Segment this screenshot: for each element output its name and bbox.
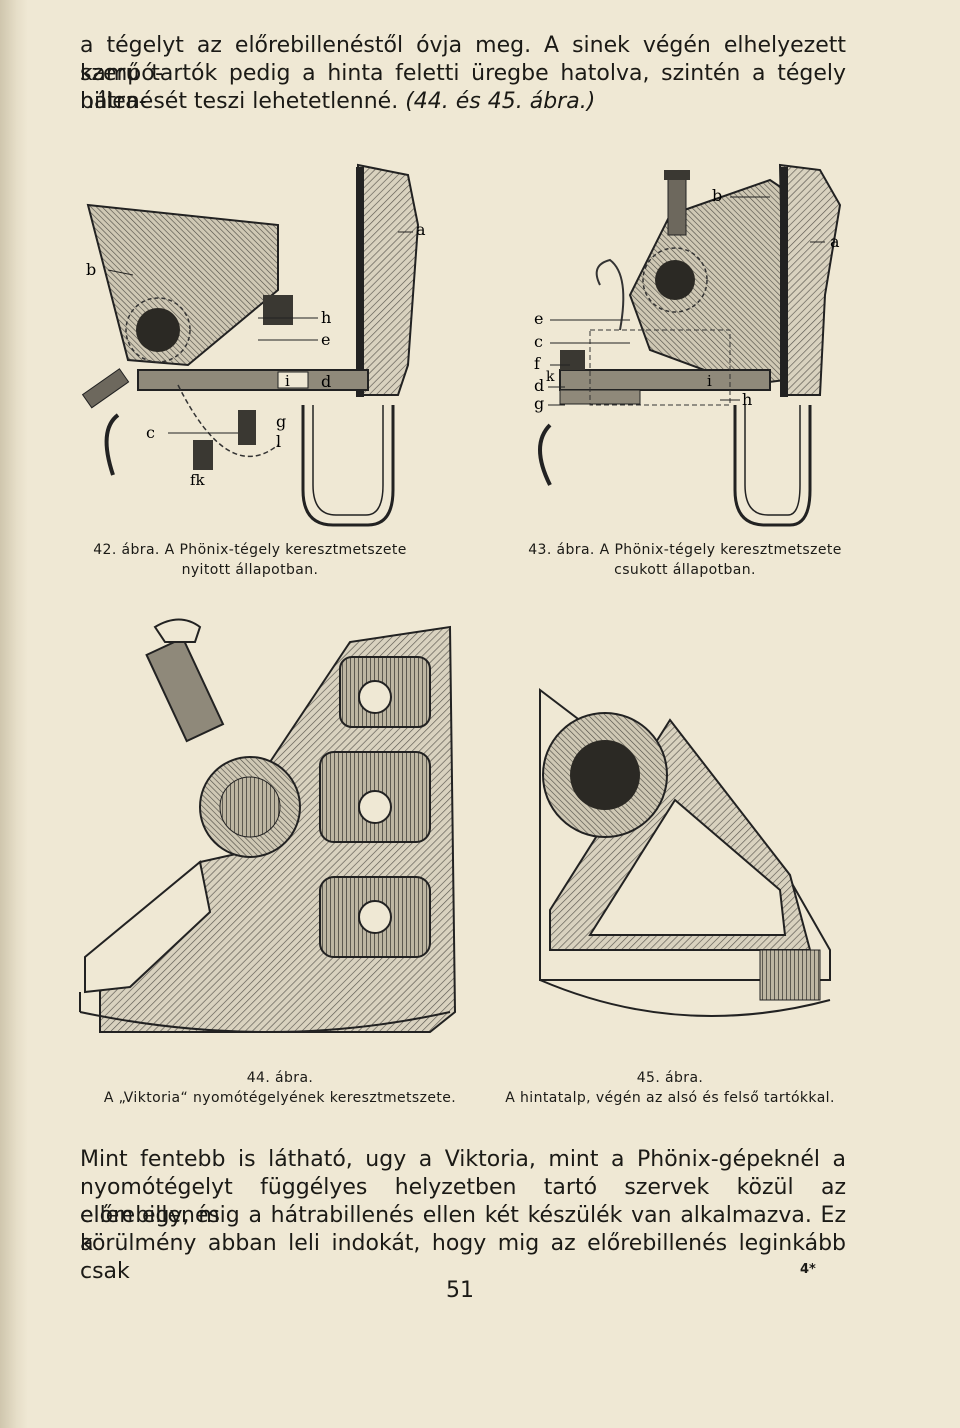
label-e: e xyxy=(321,330,330,349)
intro-line-3-text: billenését teszi lehetetlenné. xyxy=(80,89,399,114)
figure-42-drawing: b a h e i d g l c fk xyxy=(81,163,426,527)
figure-reference: (44. és 45. ábra.) xyxy=(405,89,596,114)
body-line-2: nyomótégelyt függélyes helyzetben tartó … xyxy=(80,1175,846,1228)
intro-line-2: szerű tartók pedig a hinta feletti üregb… xyxy=(80,61,846,114)
page-number: 51 xyxy=(446,1278,474,1303)
label-i-43: i xyxy=(707,372,712,390)
label-g: g xyxy=(276,412,286,431)
label-h: h xyxy=(321,308,331,327)
intro-line-3: billenését teszi lehetetlenné. (44. és 4… xyxy=(80,88,846,116)
figure-44-drawing xyxy=(79,618,457,1033)
label-c-43: c xyxy=(534,332,543,351)
label-h-43: h xyxy=(742,390,752,409)
figure-45-caption: 45. ábra. A hintatalp, végén az alsó és … xyxy=(490,1068,850,1108)
signature-mark: 4* xyxy=(800,1262,816,1277)
figure-42-caption: 42. ábra. A Phönix-tégely keresztmetszet… xyxy=(80,540,420,580)
figure-42-title: A Phönix-tégely keresztmetszete xyxy=(164,542,407,558)
figure-45-number: 45. ábra. xyxy=(636,1070,704,1086)
figure-42-subtitle: nyitott állapotban. xyxy=(181,562,319,578)
figure-45-drawing xyxy=(539,687,831,1017)
label-fk: fk xyxy=(190,471,206,489)
figure-42-number: 42. ábra. xyxy=(93,542,160,558)
label-d-43: d xyxy=(534,376,544,395)
label-e-43: e xyxy=(534,309,543,328)
figure-43-drawing: b a e c f k d g i h xyxy=(534,163,842,527)
figure-43-subtitle: csukott állapotban. xyxy=(614,562,756,578)
label-b-43: b xyxy=(712,186,722,205)
label-k-43: k xyxy=(546,369,555,385)
body-line-3: ellen egy, mig a hátrabillenés ellen két… xyxy=(80,1203,846,1256)
label-b: b xyxy=(86,260,96,279)
intro-line-1: a tégelyt az előrebillenéstől óvja meg. … xyxy=(80,33,846,86)
label-c: c xyxy=(146,423,155,442)
figure-45-title: A hintatalp, végén az alsó és felső tart… xyxy=(505,1090,835,1106)
label-d: d xyxy=(321,372,331,391)
label-l: l xyxy=(276,432,281,451)
figure-44-caption: 44. ábra. A „Viktoria“ nyomótégelyének k… xyxy=(70,1068,490,1108)
body-line-1: Mint fentebb is látható, ugy a Viktoria,… xyxy=(80,1147,846,1172)
figure-43-caption: 43. ábra. A Phönix-tégely keresztmetszet… xyxy=(510,540,860,580)
label-a: a xyxy=(416,220,426,239)
label-a-43: a xyxy=(830,232,840,251)
figure-43-number: 43. ábra. xyxy=(528,542,595,558)
label-g-43: g xyxy=(534,394,544,413)
label-f-43: f xyxy=(534,354,541,373)
page-binding-edge xyxy=(0,0,28,1428)
figure-44-number: 44. ábra. xyxy=(246,1070,314,1086)
body-line-4: körülmény abban leli indokát, hogy mig a… xyxy=(80,1231,846,1284)
figure-44-title: A „Viktoria“ nyomótégelyének keresztmets… xyxy=(103,1090,457,1106)
figure-43-title: A Phönix-tégely keresztmetszete xyxy=(599,542,842,558)
label-i: i xyxy=(285,372,290,390)
